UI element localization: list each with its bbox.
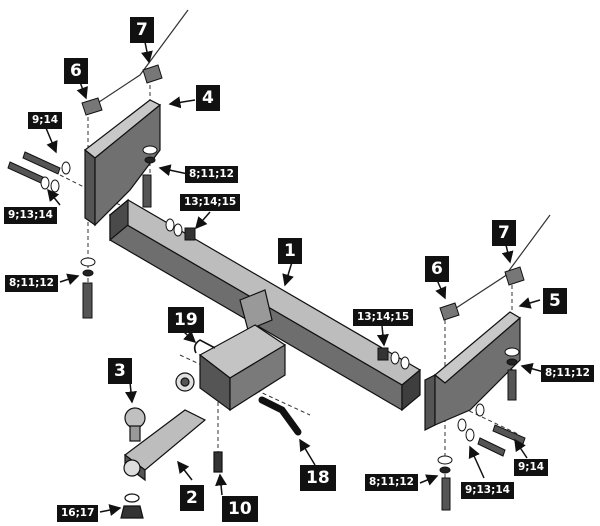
callout-8-11-12-right: 8;11;12 xyxy=(541,365,594,382)
label-part-10: 10 xyxy=(222,496,258,522)
left-bracket xyxy=(84,99,162,227)
label-arrows xyxy=(45,41,545,516)
callout-16-17: 16;17 xyxy=(57,505,99,522)
tow-ball-assembly xyxy=(120,407,207,519)
callout-8-11-12-upper-left: 8;11;12 xyxy=(185,166,238,183)
label-part-1: 1 xyxy=(278,238,302,264)
right-hardware xyxy=(377,266,526,511)
label-part-6-right: 6 xyxy=(425,256,449,282)
callout-9-13-14-left: 9;13;14 xyxy=(4,207,57,224)
cables xyxy=(89,9,551,313)
callout-13-14-15-left: 13;14;15 xyxy=(180,194,241,211)
callout-9-14-left: 9;14 xyxy=(28,112,63,129)
hitch-receiver xyxy=(175,289,287,412)
label-part-5: 5 xyxy=(543,288,567,314)
label-part-19: 19 xyxy=(168,307,204,333)
label-part-6-left: 6 xyxy=(64,58,88,84)
small-parts xyxy=(193,339,302,473)
callout-9-14-right: 9;14 xyxy=(514,459,549,476)
callout-9-13-14-right: 9;13;14 xyxy=(461,482,514,499)
callout-13-14-15-right: 13;14;15 xyxy=(353,309,414,326)
callout-8-11-12-bottom: 8;11;12 xyxy=(365,474,418,491)
label-part-2: 2 xyxy=(180,485,204,511)
label-part-7-left: 7 xyxy=(130,17,154,43)
label-part-18: 18 xyxy=(300,465,336,491)
label-part-4: 4 xyxy=(196,85,220,111)
label-part-7-right: 7 xyxy=(492,220,516,246)
right-bracket xyxy=(424,311,522,431)
left-hardware xyxy=(7,64,196,319)
callout-8-11-12-lower-left: 8;11;12 xyxy=(5,275,58,292)
label-part-3: 3 xyxy=(108,358,132,384)
